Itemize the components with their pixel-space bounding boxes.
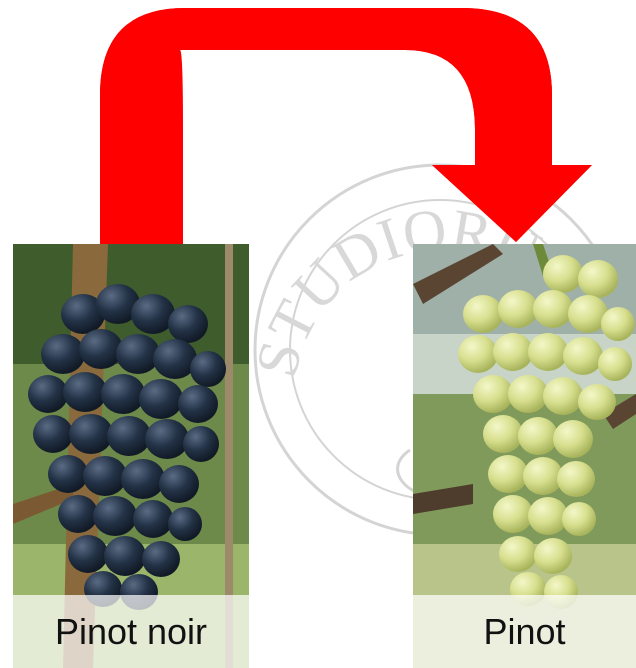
pinot-caption: Pinot bbox=[413, 595, 636, 668]
pinot-noir-photo: Pinot noir bbox=[13, 244, 249, 668]
pinot-blanc-photo: Pinot bbox=[413, 244, 636, 668]
pinot-noir-caption: Pinot noir bbox=[13, 595, 249, 668]
